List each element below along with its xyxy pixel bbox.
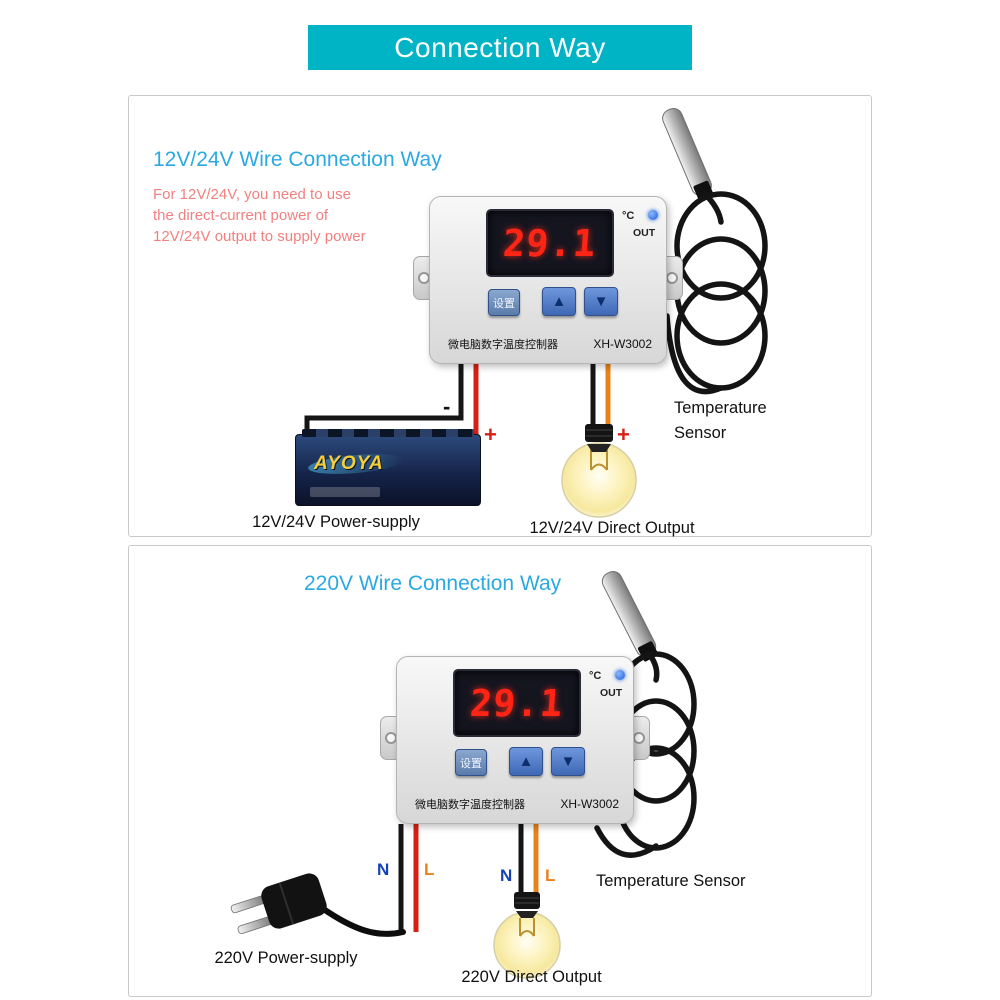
header-banner: Connection Way bbox=[308, 25, 692, 70]
set-button: 设置 bbox=[488, 289, 520, 316]
set-button: 设置 bbox=[455, 749, 487, 776]
sensor-label-line1: Temperature bbox=[674, 399, 767, 417]
bulb-plus-mark: + bbox=[617, 422, 630, 447]
display-digits: 29.1 bbox=[501, 221, 599, 265]
note-line: the direct-current power of bbox=[153, 207, 329, 224]
dc-connection-panel: 12V/24V Wire Connection Way For 12V/24V,… bbox=[128, 95, 872, 537]
down-button: ▼ bbox=[551, 747, 585, 776]
power-supply-label: 220V Power-supply bbox=[214, 949, 358, 967]
out-label: OUT bbox=[633, 227, 656, 239]
temperature-sensor-probe bbox=[601, 571, 659, 662]
screw-hole bbox=[666, 272, 678, 284]
product-name-label: 微电脑数字温度控制器 bbox=[448, 339, 558, 351]
display-digits: 29.1 bbox=[468, 681, 566, 725]
battery-minus-mark: - bbox=[443, 394, 451, 419]
live-mark-right: L bbox=[545, 866, 556, 885]
celsius-unit-label: °C bbox=[589, 670, 602, 682]
temperature-sensor-label: Temperature Sensor bbox=[596, 872, 746, 890]
ac-section-title: 220V Wire Connection Way bbox=[304, 572, 562, 595]
battery-brand-label: AYOYA bbox=[314, 453, 384, 474]
note-line: 12V/24V output to supply power bbox=[153, 228, 366, 245]
up-arrow-icon: ▲ bbox=[518, 753, 534, 770]
battery-sticker bbox=[310, 487, 380, 497]
controller-body: 29.1 °C OUT 设置 ▲ ▼ 微电脑数字温度控制器 XH-W3002 bbox=[429, 196, 667, 364]
product-name-label: 微电脑数字温度控制器 bbox=[415, 799, 525, 811]
up-arrow-icon: ▲ bbox=[551, 293, 567, 310]
page-title: Connection Way bbox=[394, 31, 606, 63]
temperature-sensor-probe bbox=[662, 108, 714, 201]
sensor-lead-to-controller bbox=[594, 825, 659, 858]
direct-output-label: 220V Direct Output bbox=[461, 968, 602, 986]
thermostat-controller: 29.1 °C OUT 设置 ▲ ▼ 微电脑数字温度控制器 XH-W3002 bbox=[380, 656, 650, 824]
thermostat-controller: 29.1 °C OUT 设置 ▲ ▼ 微电脑数字温度控制器 XH-W3002 bbox=[413, 196, 683, 364]
celsius-unit-label: °C bbox=[622, 210, 635, 222]
down-button: ▼ bbox=[584, 287, 618, 316]
live-mark-left: L bbox=[424, 860, 435, 879]
out-led-indicator bbox=[648, 210, 658, 220]
model-label: XH-W3002 bbox=[593, 337, 652, 351]
controller-caption: 微电脑数字温度控制器 XH-W3002 bbox=[415, 796, 619, 812]
battery: AYOYA bbox=[295, 429, 481, 506]
neutral-mark-left: N bbox=[377, 860, 390, 879]
temperature-display: 29.1 bbox=[486, 209, 614, 277]
out-label: OUT bbox=[600, 687, 623, 699]
plug-cord bbox=[319, 905, 406, 937]
out-led-indicator bbox=[615, 670, 625, 680]
sensor-lead-to-controller bbox=[664, 313, 724, 395]
model-label: XH-W3002 bbox=[560, 797, 619, 811]
battery-negative-wire bbox=[304, 362, 464, 434]
battery-plus-mark: + bbox=[484, 422, 497, 447]
dc-section-title: 12V/24V Wire Connection Way bbox=[153, 148, 442, 171]
battery-cell-caps bbox=[302, 429, 474, 437]
power-plug bbox=[230, 873, 406, 937]
dc-note-text: For 12V/24V, you need to use the direct-… bbox=[153, 184, 366, 247]
sensor-label-line2: Sensor bbox=[674, 424, 727, 442]
down-arrow-icon: ▼ bbox=[560, 753, 576, 770]
note-line: For 12V/24V, you need to use bbox=[153, 186, 351, 203]
controller-body: 29.1 °C OUT 设置 ▲ ▼ 微电脑数字温度控制器 XH-W3002 bbox=[396, 656, 634, 824]
set-button-label: 设置 bbox=[460, 757, 482, 770]
up-button: ▲ bbox=[509, 747, 543, 776]
light-bulb bbox=[561, 424, 637, 518]
temperature-display: 29.1 bbox=[453, 669, 581, 737]
neutral-mark-right: N bbox=[500, 866, 513, 885]
direct-output-label: 12V/24V Direct Output bbox=[529, 519, 695, 537]
set-button-label: 设置 bbox=[493, 297, 515, 310]
up-button: ▲ bbox=[542, 287, 576, 316]
down-arrow-icon: ▼ bbox=[593, 293, 609, 310]
ac-connection-panel: 220V Wire Connection Way 29.1 °C OUT 设置 … bbox=[128, 545, 872, 997]
screw-hole bbox=[633, 732, 645, 744]
light-bulb bbox=[493, 892, 561, 979]
temperature-sensor-label: Temperature Sensor bbox=[674, 396, 767, 446]
power-supply-label: 12V/24V Power-supply bbox=[252, 513, 420, 531]
controller-caption: 微电脑数字温度控制器 XH-W3002 bbox=[448, 336, 652, 352]
